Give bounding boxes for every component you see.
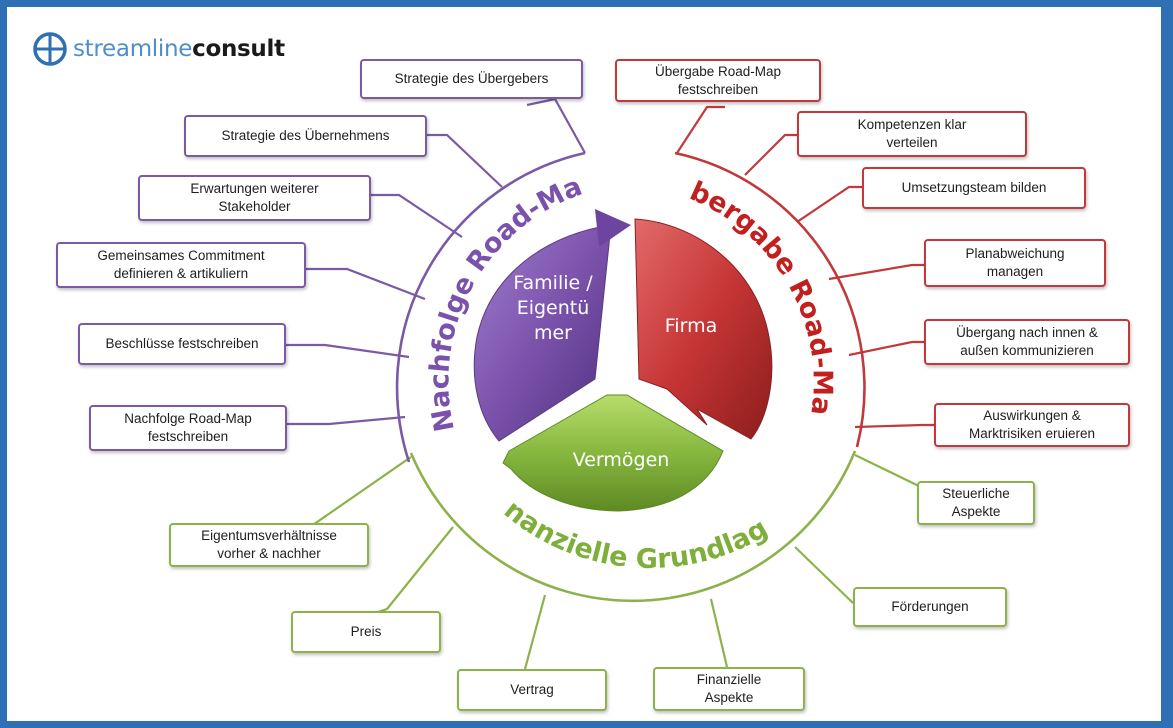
connector-line [744, 133, 797, 176]
logo-text-part1: streamline [73, 36, 193, 62]
sector-vermoegen: Vermögen [502, 394, 724, 512]
box-planabweichung-managen: Planabweichung managen [924, 239, 1106, 287]
connector-line [828, 263, 924, 281]
connector-line [285, 343, 410, 359]
box-uebergabe-roadmap-festschreiben: Übergabe Road-Map festschreiben [615, 59, 821, 102]
connector-line [794, 546, 854, 604]
connector-line [523, 594, 547, 670]
box-preis: Preis [291, 611, 441, 653]
box-strategie-uebernehmen: Strategie des Übernehmens [184, 115, 427, 157]
logo: streamlineconsult [33, 29, 285, 69]
box-finanzielle-aspekte: Finanzielle Aspekte [653, 667, 805, 711]
sector-familie: Familie / Eigentü mer [473, 209, 631, 442]
sector-label-text: Familie / Eigentü mer [513, 272, 593, 344]
uebergabe-arc [674, 151, 866, 448]
box-kompetenzen-verteilen: Kompetenzen klar verteilen [797, 111, 1027, 157]
sector-label-line: Familie / [513, 272, 593, 294]
box-beschluesse-festschreiben: Beschlüsse festschreiben [78, 323, 286, 365]
connector-line [796, 185, 862, 223]
sector-label-line: Firma [665, 315, 717, 337]
connector-line [305, 267, 426, 301]
box-eigentumsverhaeltnisse: Eigentumsverhältnisse vorher & nachher [169, 523, 369, 567]
sector-familie-label: Familie / Eigentü mer [513, 272, 593, 344]
box-foerderungen: Förderungen [853, 587, 1007, 627]
connector-line [374, 526, 454, 615]
box-uebergang-kommunizieren: Übergang nach innen & außen kommuniziere… [924, 319, 1130, 365]
box-gemeinsames-commitment: Gemeinsames Commitment definieren & arti… [56, 242, 306, 288]
connector-line [676, 105, 725, 154]
sector-label-text: Vermögen [573, 449, 670, 471]
box-erwartungen-stakeholder: Erwartungen weiterer Stakeholder [138, 175, 371, 221]
sector-vermoegen-label: Vermögen [573, 449, 670, 471]
connector-line [297, 456, 412, 531]
globe-cross-icon [33, 32, 67, 66]
logo-text-part2: consult [192, 36, 285, 62]
connector-line [526, 97, 586, 154]
sector-label-line: Eigentü [517, 297, 590, 319]
box-auswirkungen-marktrisiken: Auswirkungen & Marktrisiken eruieren [934, 403, 1130, 447]
connector-line [854, 423, 934, 429]
sector-label-line: Vermögen [573, 449, 670, 471]
connector-line [848, 340, 924, 357]
box-strategie-uebergeber: Strategie des Übergebers [360, 59, 583, 99]
connector-line [287, 415, 406, 426]
sector-firma: Firma [634, 218, 773, 440]
box-umsetzungsteam-bilden: Umsetzungsteam bilden [862, 167, 1086, 209]
connector-line [425, 133, 503, 188]
box-steuerliche-aspekte: Steuerliche Aspekte [917, 481, 1035, 525]
box-vertrag: Vertrag [457, 669, 607, 711]
nachfolge-arc [395, 151, 586, 463]
sector-label-line: mer [534, 322, 572, 344]
finanzielle-arc [409, 450, 857, 603]
sector-firma-label: Firma [665, 315, 717, 337]
box-nachfolge-roadmap-festschreiben: Nachfolge Road-Map festschreiben [89, 405, 287, 451]
logo-text: streamlineconsult [73, 36, 285, 62]
connector-line [709, 598, 729, 668]
sector-label-text: Firma [665, 315, 717, 337]
connector-line [369, 193, 463, 238]
